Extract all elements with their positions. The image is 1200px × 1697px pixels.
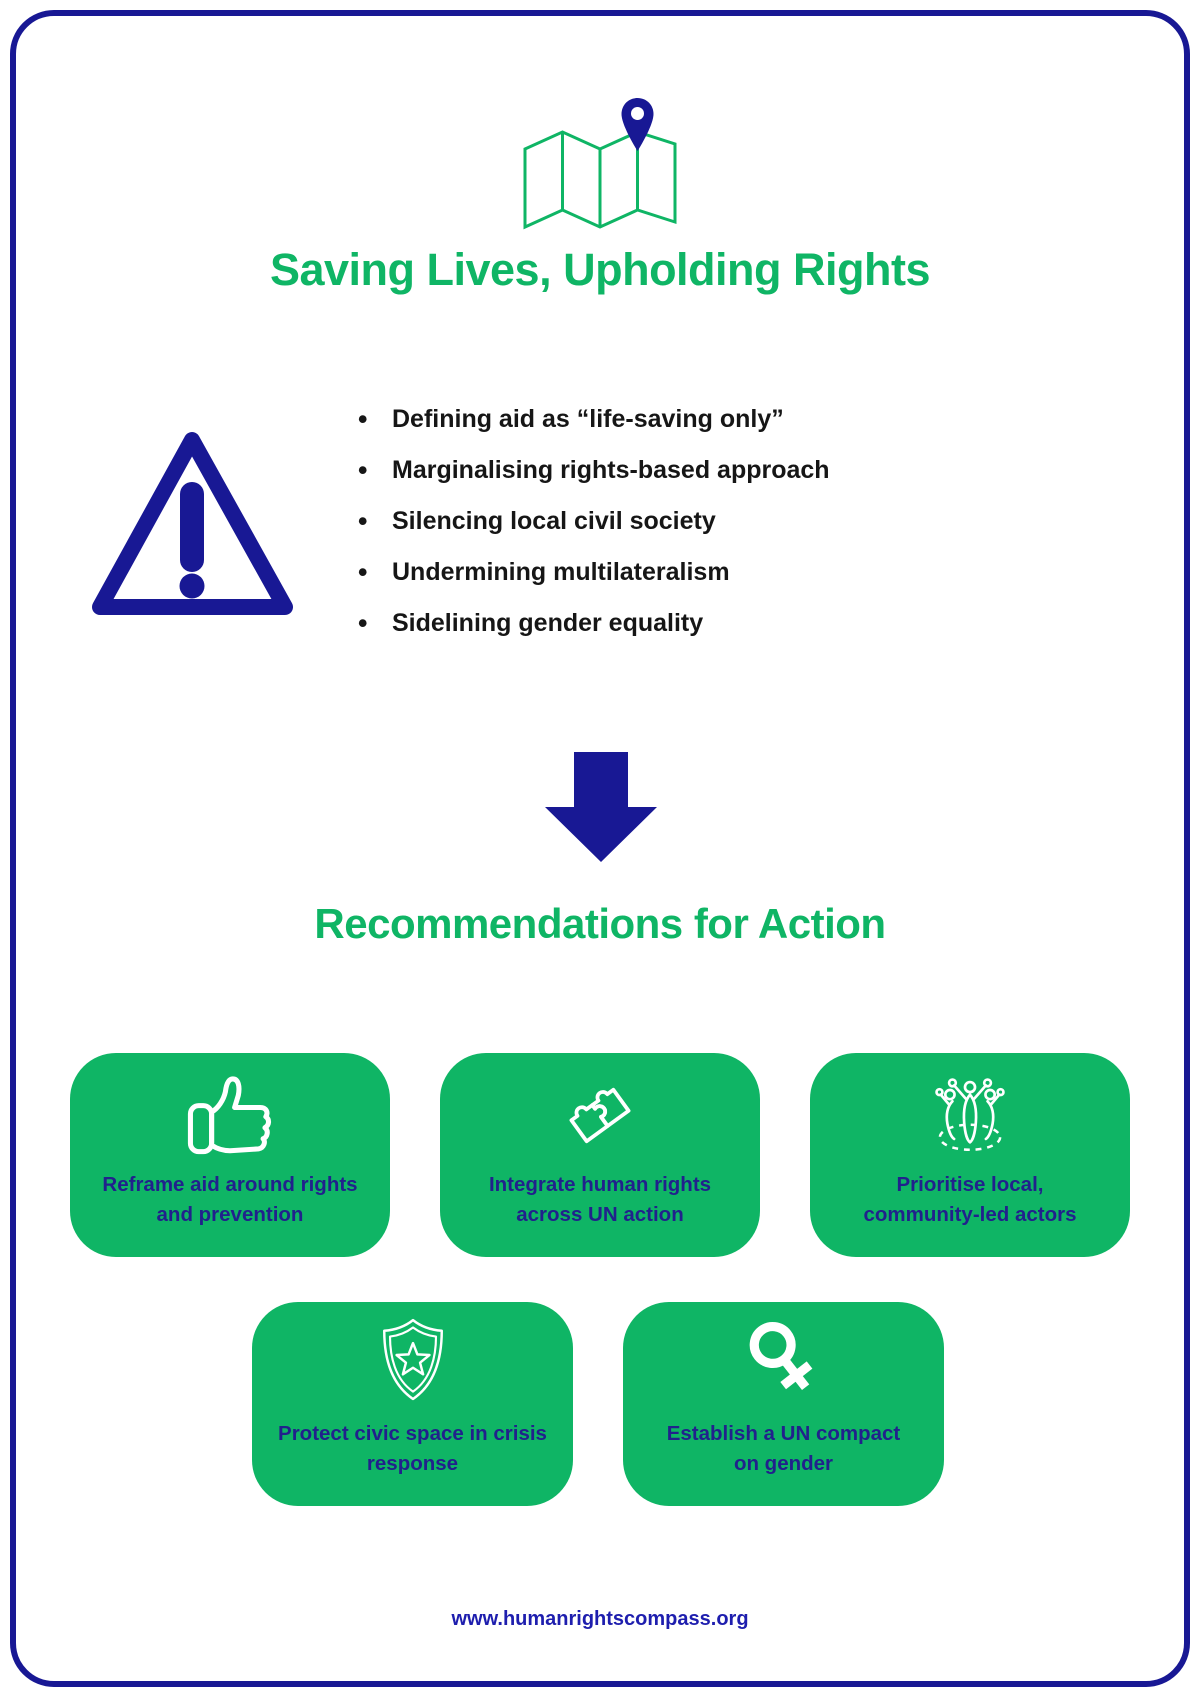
community-people-icon — [935, 1078, 1005, 1152]
recommendation-card: Establish a UN compact on gender — [623, 1302, 944, 1506]
shield-star-icon — [382, 1318, 443, 1401]
recommendation-card: Reframe aid around rights and prevention — [70, 1053, 390, 1257]
recommendation-card: Integrate human rights across UN action — [440, 1053, 760, 1257]
map-location-icon — [523, 98, 677, 230]
warning-triangle-icon — [92, 432, 293, 615]
website-url: www.humanrightscompass.org — [451, 1608, 749, 1630]
recommendation-card: Protect civic space in crisis response — [252, 1302, 573, 1506]
risk-item: Silencing local civil society — [358, 496, 830, 547]
risk-item: Undermining multilateralism — [358, 547, 830, 598]
card-label: Protect civic space in crisis response — [278, 1422, 547, 1475]
card-label: Prioritise local, community-led actors — [863, 1173, 1077, 1226]
female-gender-icon — [749, 1321, 812, 1391]
recommendation-card: Prioritise local, community-led actors — [810, 1053, 1130, 1257]
risk-item: Marginalising rights-based approach — [358, 445, 830, 496]
page-title: Saving Lives, Upholding Rights — [269, 244, 931, 295]
thumbs-up-icon — [187, 1076, 272, 1155]
risk-item: Sidelining gender equality — [358, 598, 830, 649]
risk-item: Defining aid as “life-saving only” — [358, 394, 830, 445]
card-label: Integrate human rights across UN action — [488, 1173, 712, 1226]
recommendations-title: Recommendations for Action — [314, 900, 886, 947]
puzzle-pieces-icon — [569, 1087, 631, 1144]
card-label: Reframe aid around rights and prevention — [102, 1173, 358, 1226]
card-label: Establish a UN compact on gender — [666, 1422, 901, 1475]
risk-list: Defining aid as “life-saving only” Margi… — [358, 394, 830, 649]
down-arrow-icon — [545, 752, 657, 862]
